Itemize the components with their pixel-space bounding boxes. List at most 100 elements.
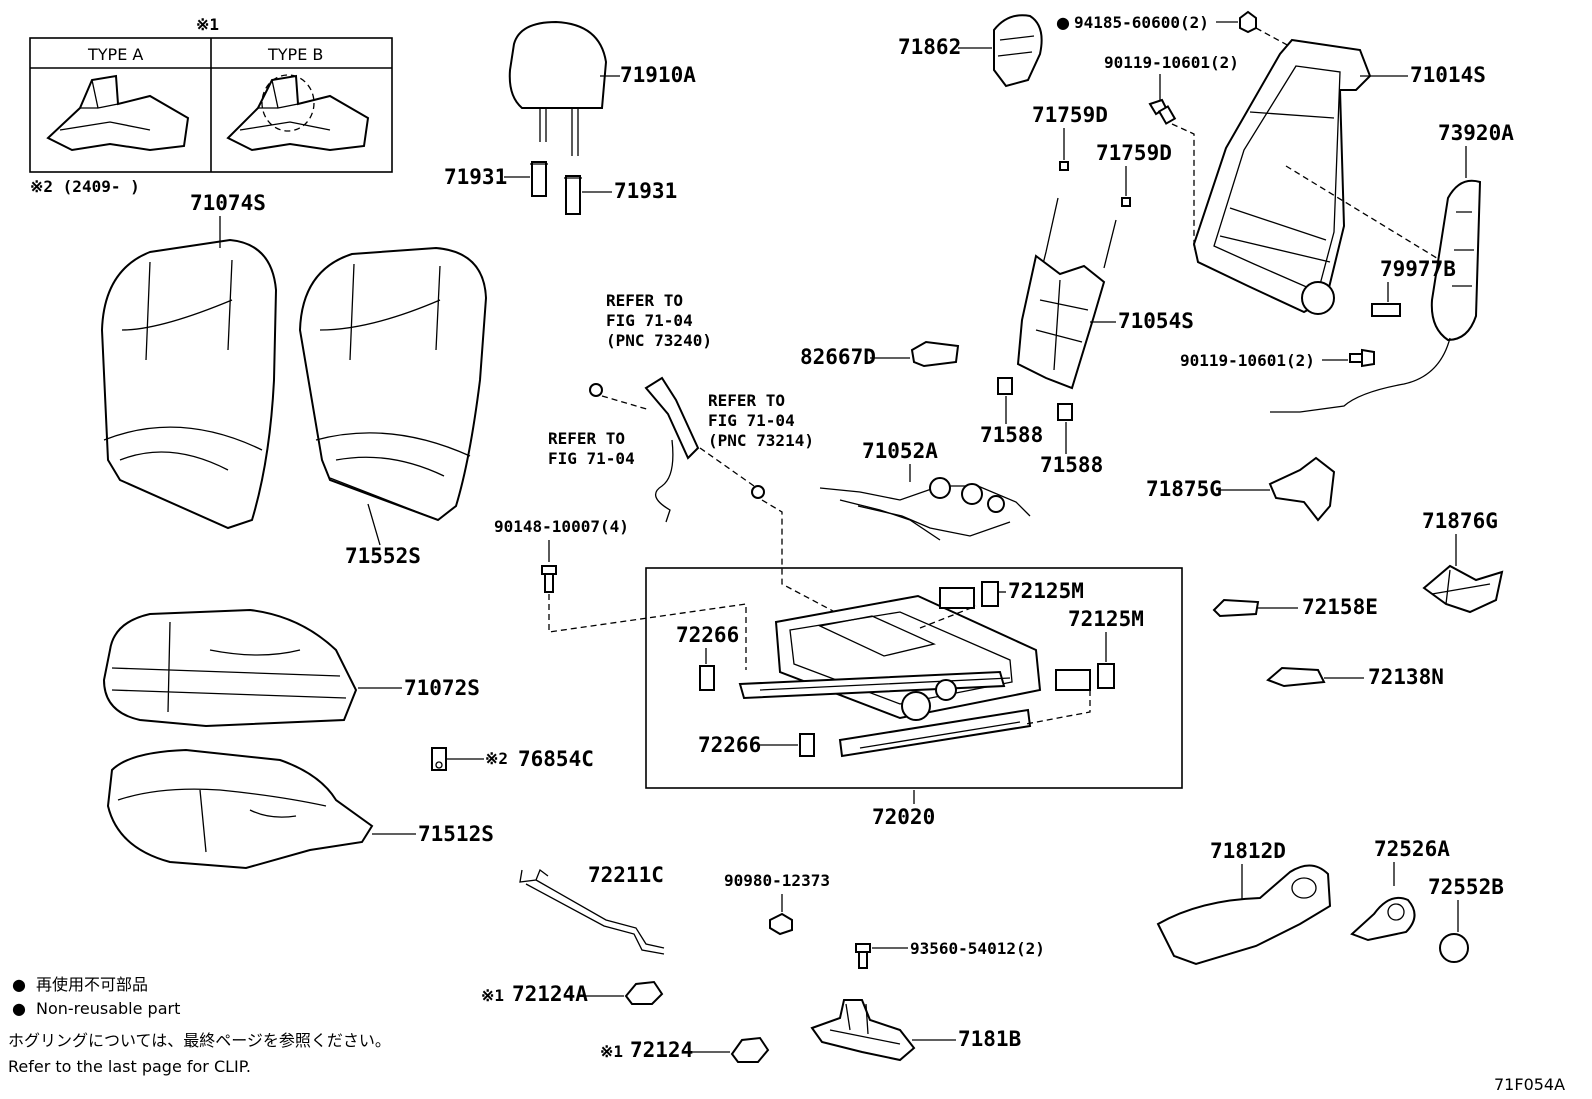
shield-71812D-drawing [1156, 864, 1332, 966]
label-71588-right: 71588 [1040, 453, 1103, 477]
mark-76854C: ※2 [485, 749, 508, 768]
type-period-note: ※2 (2409- ) [30, 177, 140, 196]
legend-dot-en: ● [12, 999, 26, 1018]
refer-block-73240: REFER TO FIG 71-04 (PNC 73240) [606, 291, 712, 350]
label-72125M-upper: 72125M [1008, 579, 1084, 603]
svg-text:REFER TO: REFER TO [548, 429, 625, 448]
seatback-frame-drawing [1192, 38, 1372, 315]
label-72211C: 72211C [588, 863, 664, 887]
label-72138N: 72138N [1368, 665, 1444, 689]
label-76854C: 76854C [518, 747, 594, 771]
refer-block-generic: REFER TO FIG 71-04 [548, 429, 635, 468]
wire-harness-71052A-drawing [819, 477, 1031, 541]
label-71876G: 71876G [1422, 509, 1498, 533]
cover-72138N-drawing [1266, 666, 1326, 688]
motor-72125M-lower [1055, 663, 1115, 691]
label-71512S: 71512S [418, 822, 494, 846]
label-71759D-left: 71759D [1032, 103, 1108, 127]
label-72552B: 72552B [1428, 875, 1504, 899]
bolt-90119-lower-drawing [1349, 348, 1375, 368]
label-72124: 72124 [630, 1038, 693, 1062]
svg-text:FIG 71-04: FIG 71-04 [606, 311, 693, 330]
clip-72124A-drawing [624, 980, 664, 1005]
label-71054S: 71054S [1118, 309, 1194, 333]
figure-id: 71F054A [1494, 1075, 1565, 1094]
seat-adjuster-box [645, 567, 1183, 789]
seatbelt-buckle-drawing [589, 376, 851, 621]
legend-dot-jp: ● [12, 975, 26, 994]
cover-71862-drawing [993, 14, 1043, 88]
label-73920A: 73920A [1438, 121, 1514, 145]
label-71759D-right: 71759D [1096, 141, 1172, 165]
label-71812D: 71812D [1210, 839, 1286, 863]
type-table-mark: ※1 [196, 15, 219, 34]
label-71074S: 71074S [190, 191, 266, 215]
cap-72552B-drawing [1439, 933, 1469, 963]
connector-82667D-drawing [910, 340, 960, 368]
label-71931-left: 71931 [444, 165, 507, 189]
label-90148: 90148-10007(4) [494, 517, 629, 536]
bolt-93560-drawing [855, 943, 871, 969]
nonreuse-dot-94185: ● [1056, 13, 1070, 32]
label-71875G: 71875G [1146, 477, 1222, 501]
bolt-90148-drawing [541, 565, 557, 593]
label-71052A: 71052A [862, 439, 938, 463]
headrest-support-drawing [530, 161, 582, 215]
bracket-72266-lower [799, 733, 815, 757]
label-72526A: 72526A [1374, 837, 1450, 861]
label-71588-left: 71588 [980, 423, 1043, 447]
label-72266-upper: 72266 [676, 623, 739, 647]
mark-72124: ※1 [600, 1042, 623, 1061]
cover-72158E-drawing [1212, 598, 1260, 618]
label-90119-lower: 90119-10601(2) [1180, 351, 1315, 370]
seatback-pad-drawing [298, 246, 488, 522]
bracket-72266-upper [699, 665, 715, 691]
svg-text:FIG 71-04: FIG 71-04 [548, 449, 635, 468]
type-table: ※1 TYPE A TYPE B ※2 (2409- ) [29, 15, 393, 196]
label-94185: 94185-60600(2) [1074, 13, 1209, 32]
svg-text:REFER TO: REFER TO [708, 391, 785, 410]
cover-71875G-drawing [1268, 456, 1336, 522]
clip-71759D-right-drawing [1121, 197, 1131, 207]
label-71072S: 71072S [404, 676, 480, 700]
label-72266-lower: 72266 [698, 733, 761, 757]
wire-72211C-drawing [519, 868, 665, 955]
lumbar-support-71054S-drawing [1016, 197, 1117, 390]
type-a-heading: TYPE A [87, 45, 143, 64]
label-72124A: 72124A [512, 982, 588, 1006]
label-71862: 71862 [898, 35, 961, 59]
label-72125M-lower: 72125M [1068, 607, 1144, 631]
type-b-heading: TYPE B [267, 45, 323, 64]
label-71931-right: 71931 [614, 179, 677, 203]
clip-72124-drawing [730, 1036, 770, 1063]
label-71552S: 71552S [345, 544, 421, 568]
clip-71588-left-drawing [997, 377, 1013, 395]
legend-clip-en: Refer to the last page for CLIP. [8, 1057, 251, 1076]
svg-text:REFER TO: REFER TO [606, 291, 683, 310]
headrest-drawing [508, 20, 608, 156]
bolt-90119-upper-drawing [1148, 98, 1177, 125]
cushion-pad-drawing [106, 748, 374, 870]
legend-nonreuse-en: Non-reusable part [36, 999, 180, 1018]
label-79977B: 79977B [1380, 257, 1456, 281]
bracket-7181B-drawing [810, 999, 916, 1062]
svg-text:(PNC 73240): (PNC 73240) [606, 331, 712, 350]
legend-clip-jp: ホグリングについては、最終ページを参照ください。 [8, 1031, 391, 1050]
label-93560: 93560-54012(2) [910, 939, 1045, 958]
label-71014S: 71014S [1410, 63, 1486, 87]
legend: ● 再使用不可部品 ● Non-reusable part ホグリングについては… [8, 975, 391, 1076]
knob-72526A-drawing [1350, 896, 1416, 942]
label-90119-upper: 90119-10601(2) [1104, 53, 1239, 72]
clip-76854C-drawing [431, 747, 447, 771]
label-plate-79977B-drawing [1371, 303, 1401, 317]
svg-text:FIG 71-04: FIG 71-04 [708, 411, 795, 430]
nut-90980-drawing [769, 912, 793, 936]
nut-94185-drawing [1239, 10, 1257, 34]
label-90980: 90980-12373 [724, 871, 830, 890]
label-82667D: 82667D [800, 345, 876, 369]
label-72020: 72020 [872, 805, 935, 829]
side-airbag-73920A-drawing [1270, 179, 1482, 413]
refer-block-73214: REFER TO FIG 71-04 (PNC 73214) [708, 391, 814, 450]
legend-nonreuse-jp: 再使用不可部品 [36, 975, 148, 994]
cushion-cover-drawing [102, 608, 358, 728]
